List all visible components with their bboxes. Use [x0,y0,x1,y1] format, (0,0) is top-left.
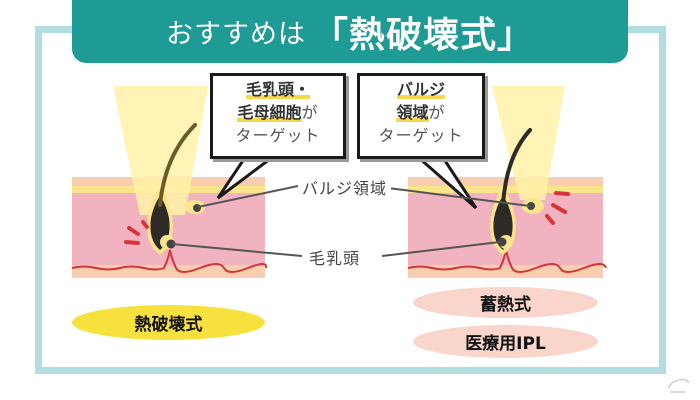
speech-bubble-right: バルジ 領域が ターゲット [357,73,485,159]
light-beam-left [113,86,208,215]
label-medical-ipl: 医療用IPL [413,325,598,358]
heat-marks-right [545,191,570,225]
callout-lines [171,185,531,257]
title-banner: おすすめは 「熱破壊式」 [72,0,628,63]
bubble-left-line3: ターゲット [235,126,321,145]
label-thermal-destruction: 熱破壊式 [72,305,265,340]
bubble-right-line2-rest: が [428,103,446,122]
light-beam-right [492,86,565,200]
callout-dermal-papilla: 毛乳頭 [305,245,365,269]
brand-logo-icon [667,379,690,393]
title-lead: おすすめは [165,19,306,50]
bubble-right-line1: バルジ [396,80,445,99]
title-main: 「熱破壊式」 [311,14,534,56]
bubble-left-line1: 毛乳頭・ [245,80,310,99]
bubble-right-line3: ターゲット [378,126,464,145]
bubble-left-line2-highlight: 毛母細胞 [237,103,302,122]
label-heat-storage: 蓄熱式 [413,287,598,318]
skin-cross-section-left [71,86,268,278]
heat-marks-left [124,220,149,245]
bubble-right-line2-highlight: 領域 [396,103,429,122]
callout-bulge-region: バルジ領域 [298,175,392,199]
bubble-left-line2-rest: が [301,103,319,122]
speech-bubble-left: 毛乳頭・ 毛母細胞が ターゲット [210,73,346,159]
